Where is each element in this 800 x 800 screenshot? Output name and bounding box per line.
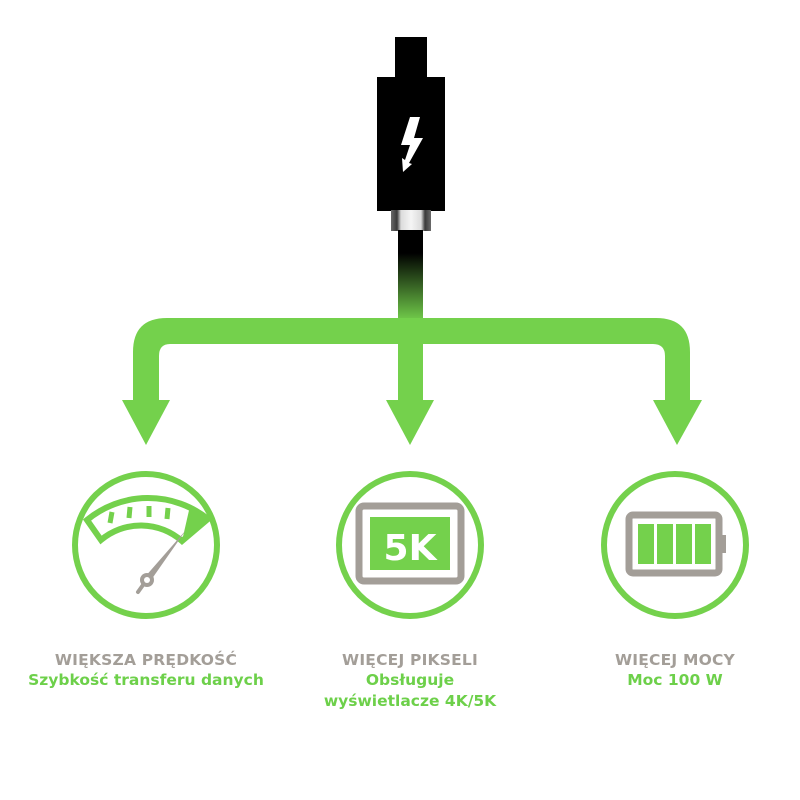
center-arrow-stem xyxy=(398,320,423,402)
arrowhead-center-icon xyxy=(386,400,434,445)
label-pixels: WIĘCEJ PIKSELI Obsługuje wyświetlacze 4K… xyxy=(280,650,540,712)
thunderbolt-lightning-icon xyxy=(401,117,423,172)
pixels-subtitle-line2: wyświetlacze 4K/5K xyxy=(323,692,497,710)
speedometer-icon xyxy=(82,495,213,594)
feature-pixels: 5K xyxy=(336,471,484,619)
arrowhead-right-icon xyxy=(653,400,702,445)
display-5k-text: 5K xyxy=(384,528,438,569)
label-power: WIĘCEJ MOCY Moc 100 W xyxy=(545,650,800,691)
display-5k-icon: 5K xyxy=(355,502,465,585)
feature-power xyxy=(601,471,749,619)
thunderbolt-connector xyxy=(377,37,445,322)
label-speed: WIĘKSZA PRĘDKOŚĆ Szybkość transferu dany… xyxy=(16,650,276,691)
arrowhead-left-icon xyxy=(122,400,170,445)
cable xyxy=(398,230,423,322)
pixels-circle xyxy=(336,471,484,619)
pixels-title: WIĘCEJ PIKSELI xyxy=(342,651,478,669)
horizontal-arrow-bar xyxy=(133,318,690,400)
connector-metal-plug xyxy=(391,210,431,231)
speed-title: WIĘKSZA PRĘDKOŚĆ xyxy=(54,651,238,669)
connector-top-tab xyxy=(395,37,427,79)
power-subtitle: Moc 100 W xyxy=(627,671,723,689)
power-title: WIĘCEJ MOCY xyxy=(615,651,735,669)
battery-full-icon xyxy=(625,511,726,577)
power-circle xyxy=(601,471,749,619)
speed-subtitle: Szybkość transferu danych xyxy=(28,671,264,689)
branch-arrows xyxy=(122,318,702,445)
speed-circle xyxy=(72,471,220,619)
pixels-subtitle-line1: Obsługuje xyxy=(365,671,455,689)
feature-speed xyxy=(72,471,220,619)
